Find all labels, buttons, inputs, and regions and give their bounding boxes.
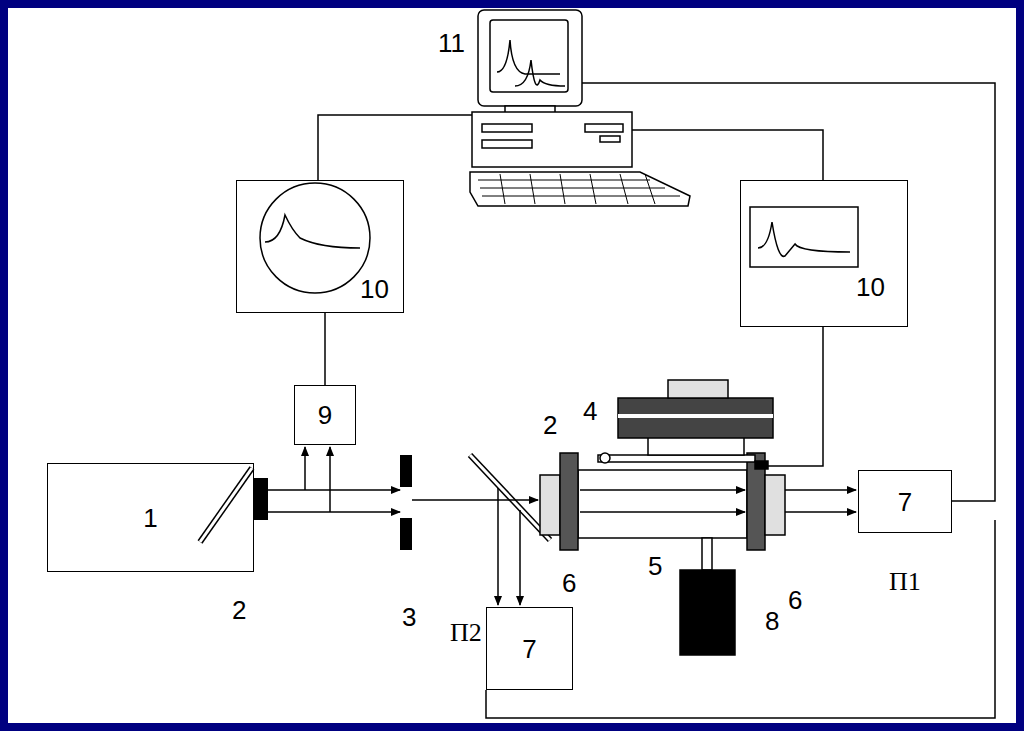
callout-number: 11 [438, 30, 465, 56]
callout-number: 2 [543, 412, 557, 438]
callout-number: 5 [648, 553, 662, 579]
beam-splitter [470, 455, 550, 540]
preamp-box: 9 [294, 385, 356, 445]
scope-screens [260, 183, 858, 293]
callout-number: 6 [562, 570, 576, 596]
cell [540, 380, 785, 655]
callout-number: 10 [856, 274, 885, 300]
signal-wires [318, 83, 995, 718]
callout-number: 7 [522, 636, 536, 662]
laser-beams [268, 447, 856, 605]
detector-box: 7П2 [486, 607, 573, 690]
computer-icon [470, 10, 690, 206]
detector-label: П1 [889, 569, 921, 595]
callout-number: 4 [583, 398, 597, 424]
callout-number: 2 [232, 597, 246, 623]
laser-box: 1 [47, 463, 254, 572]
callout-number: 9 [318, 402, 332, 428]
callout-number: 8 [765, 608, 779, 634]
signal-wire [324, 313, 326, 385]
detector-label: П2 [450, 620, 482, 646]
callout-number: 3 [402, 604, 416, 630]
callout-number: 7 [898, 489, 912, 515]
oscilloscope-box: 10 [236, 180, 404, 313]
detector-box: 7П1 [858, 470, 952, 533]
diaphragm [400, 455, 412, 487]
beam-splitter [200, 468, 252, 542]
callout-number: 1 [143, 505, 157, 531]
laser-aperture [254, 478, 268, 520]
oscilloscope-box: 10 [740, 180, 908, 327]
callout-number: 6 [788, 587, 802, 613]
callout-number: 10 [360, 276, 389, 302]
